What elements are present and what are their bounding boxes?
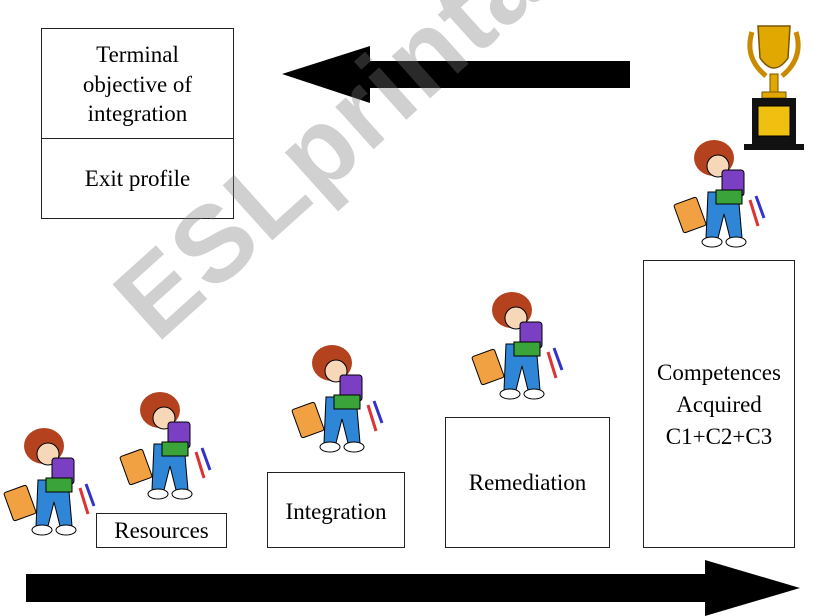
remediation-label: Remediation [468,470,587,495]
top-left-arrow [282,46,630,103]
trophy-icon [744,25,804,150]
step-integration: Integration [267,472,405,548]
objective-line-2: objective of [82,71,193,97]
step-remediation: Remediation [445,417,610,548]
student-illustration-4 [470,290,564,401]
objective-line-3: integration [87,101,188,127]
terminal-objective-cell: Terminal objective of integration [42,29,233,139]
competences-line-1: Competences [657,360,781,385]
step-competences: Competences Acquired C1+C2+C3 [643,260,795,548]
exit-profile-cell: Exit profile [42,139,233,219]
resources-label: Resources [114,517,209,543]
student-illustration-2 [118,390,212,501]
exit-profile-label: Exit profile [84,166,191,192]
integration-label: Integration [285,499,387,524]
competences-line-3: C1+C2+C3 [665,424,773,450]
objective-box: Terminal objective of integration Exit p… [41,28,234,219]
objective-line-1: Terminal [96,41,179,67]
step-resources: Resources [96,513,227,548]
student-illustration-3 [290,343,384,454]
bottom-right-arrow [26,560,800,616]
competences-line-2: Acquired [676,392,762,418]
student-illustration-1 [3,428,96,536]
